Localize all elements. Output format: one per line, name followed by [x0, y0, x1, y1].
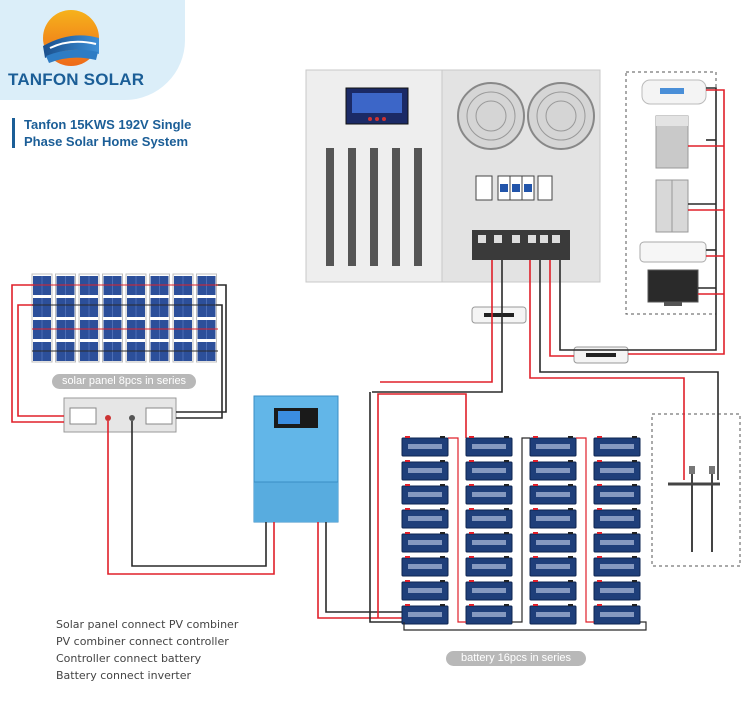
diagram-title: Tanfon 15KWS 192V Single Phase Solar Hom… [24, 117, 192, 149]
solar-panel-label: solar panel 8pcs in series [52, 374, 196, 389]
solar-panel-icon [31, 273, 53, 363]
sun-logo-icon [43, 10, 99, 66]
battery-icon [593, 484, 641, 505]
title-accent [12, 118, 15, 148]
battery-icon [465, 532, 513, 553]
battery-icon [401, 460, 449, 481]
battery-icon [401, 508, 449, 529]
battery-icon [529, 532, 577, 553]
pv-combiner-icon [63, 397, 177, 433]
inverter-icon [305, 69, 601, 283]
battery-icon [465, 460, 513, 481]
solar-panel-icon [102, 273, 123, 363]
battery-icon [401, 484, 449, 505]
battery-icon [465, 604, 513, 625]
battery-icon [529, 460, 577, 481]
battery-icon [593, 508, 641, 529]
water-heater-box [651, 413, 741, 567]
battery-icon [593, 436, 641, 457]
solar-panel-array [31, 273, 217, 363]
battery-icon [529, 556, 577, 577]
battery-icon [593, 460, 641, 481]
battery-icon [465, 508, 513, 529]
battery-icon [465, 484, 513, 505]
solar-panel-icon [149, 273, 170, 363]
battery-icon [593, 604, 641, 625]
refrigerator-icon [655, 179, 689, 233]
battery-icon [401, 556, 449, 577]
step-item: PV combiner connect controller [56, 635, 229, 648]
battery-icon [465, 436, 513, 457]
step-item: Battery connect inverter [56, 669, 191, 682]
air-purifier-icon [641, 79, 707, 105]
solar-panel-icon [55, 273, 76, 363]
battery-icon [401, 436, 449, 457]
ac-breaker-icon [573, 346, 629, 364]
solar-panel-icon [196, 273, 217, 363]
brand-name: TANFON SOLAR [8, 70, 145, 89]
battery-icon [529, 484, 577, 505]
water-heater-icon [668, 466, 720, 552]
battery-icon [465, 556, 513, 577]
battery-icon [529, 580, 577, 601]
connection-steps: Solar panel connect PV combiner PV combi… [56, 616, 238, 684]
step-item: Solar panel connect PV combiner [56, 618, 239, 631]
battery-icon [465, 580, 513, 601]
battery-icon [593, 532, 641, 553]
battery-icon [401, 604, 449, 625]
dc-breaker-icon [471, 306, 527, 324]
battery-icon [529, 604, 577, 625]
step-item: Controller connect battery [56, 652, 202, 665]
controller-icon [253, 395, 339, 523]
battery-label: battery 16pcs in series [446, 651, 586, 666]
battery-icon [593, 556, 641, 577]
solar-panel-icon [125, 273, 147, 363]
tv-icon [647, 269, 699, 306]
battery-icon [529, 508, 577, 529]
air-conditioner-icon [639, 241, 707, 263]
battery-icon [401, 580, 449, 601]
solar-panel-icon [172, 273, 194, 363]
breaker-icon [475, 175, 553, 201]
battery-bank [401, 436, 647, 631]
wires [11, 87, 725, 623]
solar-panel-icon [78, 273, 100, 363]
battery-icon [593, 580, 641, 601]
battery-icon [529, 436, 577, 457]
battery-icon [401, 532, 449, 553]
washing-machine-icon [655, 115, 689, 169]
